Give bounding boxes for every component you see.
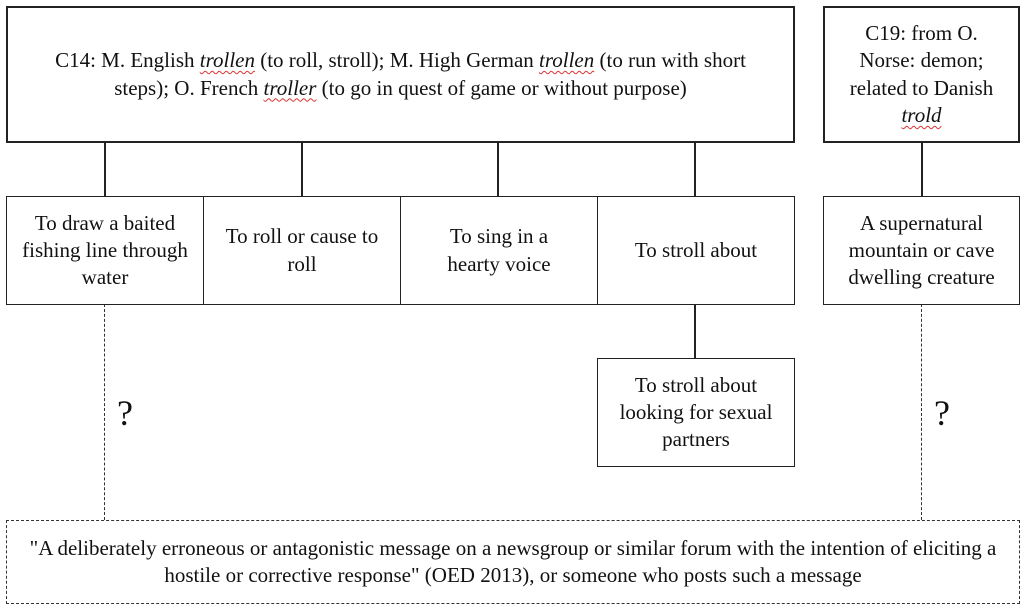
definition-box: "A deliberately erroneous or antagonisti…: [6, 520, 1020, 604]
origin-main-box: C14: M. English trollen (to roll, stroll…: [6, 6, 795, 143]
stroll-sexual-label: To stroll about looking for sexual partn…: [619, 372, 773, 452]
sense-fishing-label: To draw a baited fishing line through wa…: [22, 210, 188, 290]
sense-fishing-box: To draw a baited fishing line through wa…: [6, 196, 204, 305]
etymon-word: troller: [263, 75, 317, 100]
sense-stroll-label: To stroll about: [634, 237, 758, 262]
connector-line: [104, 142, 106, 196]
sense-roll-label: To roll or cause to roll: [225, 224, 379, 276]
creature-label: A supernatural mountain or cave dwelling…: [848, 210, 995, 290]
sense-stroll-box: To stroll about: [597, 196, 795, 305]
sense-sing-label: To sing in a hearty voice: [447, 224, 551, 276]
stroll-sexual-box: To stroll about looking for sexual partn…: [597, 358, 795, 467]
origin-norse-text: C19: from O. Norse: demon; related to Da…: [849, 20, 994, 127]
origin-main-text: C14: M. English trollen (to roll, stroll…: [55, 48, 746, 100]
origin-norse-box: C19: from O. Norse: demon; related to Da…: [823, 6, 1020, 143]
etymon-word: trollen: [539, 48, 595, 73]
connector-line: [694, 304, 696, 358]
connector-line: [694, 142, 696, 196]
connector-line: [301, 142, 303, 196]
etymon-word: trold: [901, 102, 942, 127]
sense-roll-box: To roll or cause to roll: [203, 196, 401, 305]
definition-text: "A deliberately erroneous or antagonisti…: [29, 535, 997, 587]
connector-line: [497, 142, 499, 196]
dashed-connector: [104, 304, 105, 520]
question-mark-right: ?: [934, 393, 950, 433]
dashed-connector: [921, 304, 922, 520]
creature-box: A supernatural mountain or cave dwelling…: [823, 196, 1020, 305]
sense-sing-box: To sing in a hearty voice: [400, 196, 598, 305]
etymon-word: trollen: [199, 48, 255, 73]
question-mark-left: ?: [117, 393, 133, 433]
connector-line: [921, 142, 923, 196]
